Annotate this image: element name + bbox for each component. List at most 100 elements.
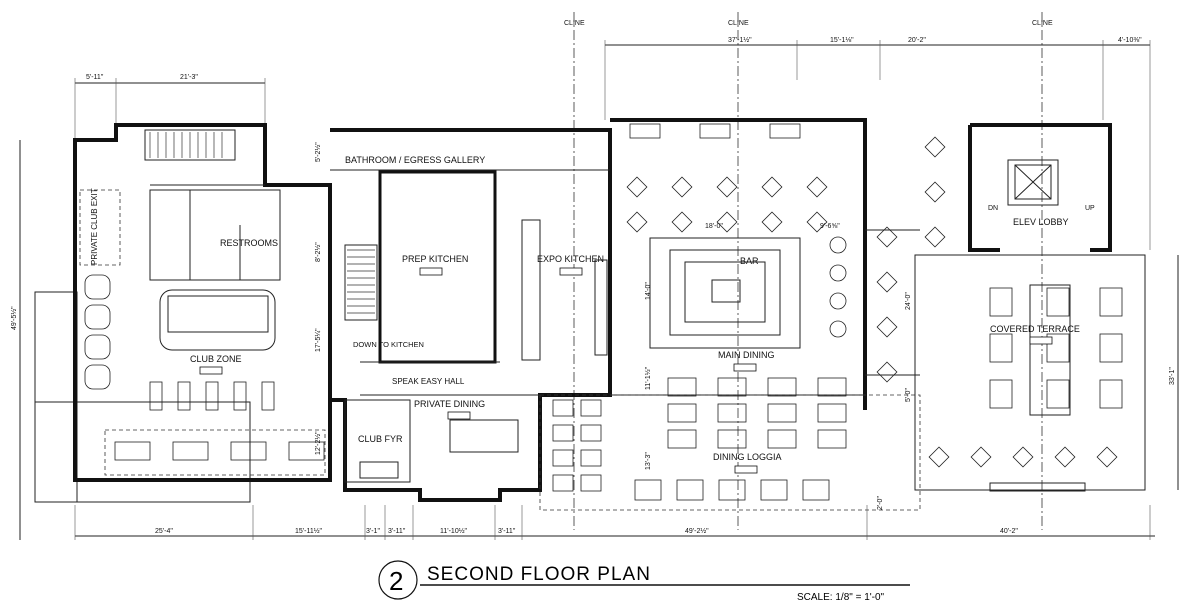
- bottom-dimensions: 25'-4" 15'-11½" 3'-1" 3'-11" 11'-10½" 3'…: [74, 505, 1155, 540]
- table: [667, 429, 697, 449]
- table: [580, 474, 602, 492]
- dimension-label: 9'-6⅝": [820, 223, 840, 230]
- booth-seat: [84, 274, 111, 300]
- table: [580, 424, 602, 442]
- dining-block: [539, 118, 921, 511]
- dimension-label: 49'-2½": [685, 527, 709, 535]
- dimension-label: 21'-3": [180, 74, 198, 81]
- table: [671, 176, 693, 198]
- table: [760, 479, 788, 501]
- dimension-label: 11'-10½": [440, 527, 468, 535]
- table: [767, 429, 797, 449]
- room-label-private-dining: PRIVATE DINING: [414, 399, 485, 409]
- round-table: [829, 264, 847, 282]
- table: [1096, 446, 1118, 468]
- table: [718, 479, 746, 501]
- left-deck: [34, 291, 78, 503]
- lounge-chair: [205, 381, 219, 411]
- booth-seat: [84, 364, 111, 390]
- lounge-chair: [261, 381, 275, 411]
- table: [717, 377, 747, 397]
- dimension-label: 8'-2½": [314, 242, 322, 262]
- dimension-label: 18'-0": [705, 223, 723, 230]
- room-label-expo-kitchen: EXPO KITCHEN: [537, 254, 604, 264]
- table: [802, 479, 830, 501]
- table: [924, 226, 946, 248]
- dimension-label: 13'-3": [645, 452, 652, 470]
- table: [671, 211, 693, 233]
- table: [817, 429, 847, 449]
- table: [1054, 446, 1076, 468]
- table: [924, 181, 946, 203]
- room-label-private-club-exit: PRIVATE CLUB EXIT: [90, 188, 99, 265]
- cline-label: CLINE: [1032, 20, 1053, 27]
- dimension-label: 3'-11": [498, 528, 516, 535]
- booth-seat: [84, 334, 111, 360]
- drawing-number: 2: [389, 566, 403, 596]
- dimension-label: 25'-4": [155, 528, 173, 535]
- table: [767, 377, 797, 397]
- table: [806, 211, 828, 233]
- table: [288, 441, 325, 461]
- dimension-label: 20'-2": [908, 37, 926, 44]
- dimension-label: 4'-10⅜": [1118, 37, 1142, 44]
- table: [667, 377, 697, 397]
- lounge-chair: [177, 381, 191, 411]
- table: [552, 449, 574, 467]
- table: [817, 377, 847, 397]
- dimension-label: 3'-11": [388, 528, 406, 535]
- table: [230, 441, 267, 461]
- drawing-scale: SCALE: 1/8" = 1'-0": [797, 592, 885, 603]
- table: [667, 403, 697, 423]
- dimension-label: 12'-2½": [314, 431, 322, 455]
- cline-label: CLINE: [728, 20, 749, 27]
- table: [626, 211, 648, 233]
- table: [989, 379, 1013, 409]
- room-label-prep-kitchen: PREP KITCHEN: [402, 254, 468, 264]
- table: [970, 446, 992, 468]
- table: [716, 176, 738, 198]
- table: [716, 211, 738, 233]
- dimension-label: 3'-1": [366, 528, 380, 535]
- table: [817, 403, 847, 423]
- table: [989, 287, 1013, 317]
- window-bay: [629, 123, 661, 139]
- table: [767, 403, 797, 423]
- window-bay: [699, 123, 731, 139]
- table: [806, 176, 828, 198]
- stair-up-label: UP: [1085, 205, 1095, 212]
- dimension-label: 37'-1½": [728, 36, 752, 44]
- table: [1046, 333, 1070, 363]
- room-label-restrooms: RESTROOMS: [220, 238, 278, 248]
- drawing-number-bubble: [378, 560, 418, 600]
- table: [172, 441, 209, 461]
- lounge-chair: [149, 381, 163, 411]
- lower-deck: [34, 401, 251, 503]
- room-label-main-dining: MAIN DINING: [718, 350, 775, 360]
- room-label-dining-loggia: DINING LOGGIA: [713, 452, 782, 462]
- table: [1099, 287, 1123, 317]
- table: [580, 399, 602, 417]
- table: [876, 316, 898, 338]
- round-table: [829, 236, 847, 254]
- table: [580, 449, 602, 467]
- table: [717, 403, 747, 423]
- table: [1046, 379, 1070, 409]
- dimension-label: 15'-1⅛": [830, 37, 854, 44]
- table: [1012, 446, 1034, 468]
- round-table: [829, 292, 847, 310]
- dimension-label: 40'-2": [1000, 528, 1018, 535]
- room-label-speak-easy-hall: SPEAK EASY HALL: [392, 377, 465, 386]
- elevator-block: [876, 123, 1146, 492]
- table: [114, 441, 151, 461]
- table: [989, 333, 1013, 363]
- table: [928, 446, 950, 468]
- room-label-down-to-kitchen: DOWN TO KITCHEN: [353, 340, 424, 349]
- dimension-label: 11'-1½": [644, 366, 652, 390]
- booth-seat: [84, 304, 111, 330]
- stair-dn-label: DN: [988, 205, 998, 212]
- room-label-club-fyr: CLUB FYR: [358, 434, 403, 444]
- table: [717, 429, 747, 449]
- drawing-title-block: 2 SECOND FLOOR PLAN SCALE: 1/8" = 1'-0": [378, 560, 910, 603]
